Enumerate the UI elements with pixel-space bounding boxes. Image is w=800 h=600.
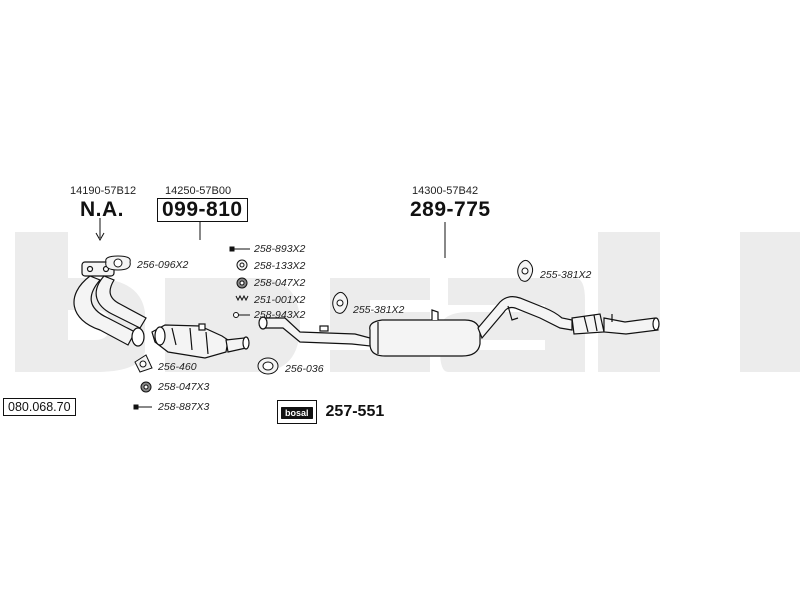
bosal-logo-icon: bosal [281, 407, 313, 419]
fittings-drawings [105, 246, 534, 410]
part-number-rear-section[interactable]: 289-775 [410, 198, 491, 221]
fitting-label-bolt-1[interactable]: 258-893X2 [254, 243, 306, 255]
leader-lines [95, 218, 446, 258]
fitting-label-ring[interactable]: 256-036 [285, 363, 324, 375]
catalyst-drawing [151, 323, 250, 359]
part-number-catalyst[interactable]: 099-810 [157, 198, 248, 222]
oe-number-rear-section: 14300-57B42 [412, 185, 479, 197]
part-number-front-pipe[interactable]: N.A. [80, 198, 124, 221]
catalog-number-box: 080.068.70 [3, 398, 76, 416]
fitting-label-washer[interactable]: 258-133X2 [254, 260, 306, 272]
fitting-label-spring[interactable]: 251-001X2 [254, 294, 306, 306]
mounting-kit[interactable]: bosal 257-551 [277, 400, 384, 424]
rear-section-drawing [258, 296, 660, 357]
fitting-label-nut-2[interactable]: 258-047X3 [158, 381, 210, 393]
mounting-kit-number[interactable]: 257-551 [325, 403, 385, 420]
fitting-label-hanger-middle[interactable]: 255-381X2 [353, 304, 405, 316]
fitting-label-gasket-front[interactable]: 256-096X2 [137, 259, 189, 271]
fitting-label-gasket-catalyst[interactable]: 256-460 [158, 361, 197, 373]
fitting-label-bolt-3[interactable]: 258-887X3 [158, 401, 210, 413]
fitting-label-nut-1[interactable]: 258-047X2 [254, 277, 306, 289]
mounting-kit-box: bosal [277, 400, 317, 424]
oe-number-catalyst: 14250-57B00 [165, 185, 232, 197]
oe-number-front-pipe: 14190-57B12 [70, 185, 137, 197]
fitting-label-bolt-2[interactable]: 258-943X2 [254, 309, 306, 321]
fitting-label-hanger-rear[interactable]: 255-381X2 [540, 269, 592, 281]
